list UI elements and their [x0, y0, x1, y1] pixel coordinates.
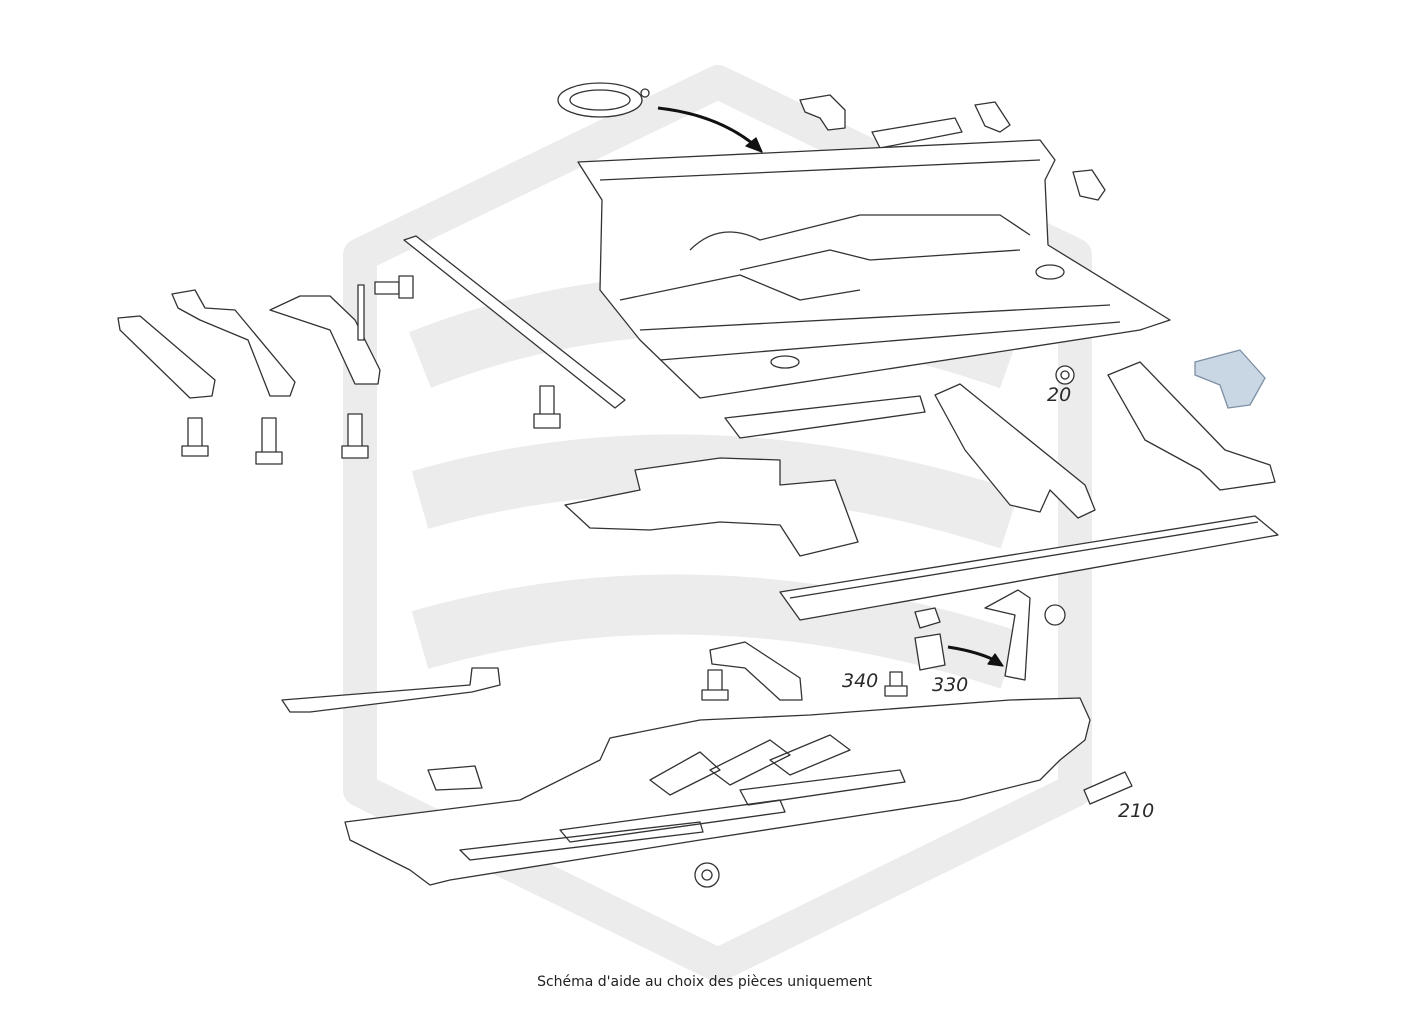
left-bracket-2[interactable]: [171, 289, 296, 397]
arrowhead-330-icon: [987, 653, 1004, 667]
arrowhead-icon: [745, 137, 763, 153]
left-bracket-1[interactable]: [117, 315, 216, 399]
side-sill[interactable]: [779, 515, 1279, 621]
nut-clip[interactable]: [914, 607, 941, 629]
long-strap[interactable]: [403, 235, 626, 409]
grommet[interactable]: [1044, 604, 1066, 626]
bolt-top[interactable]: [374, 275, 414, 299]
bracket-top-3[interactable]: [974, 101, 1011, 133]
right-rail-1[interactable]: [934, 383, 1096, 519]
underbody-shield[interactable]: [344, 697, 1091, 886]
diagram-caption: Schéma d'aide au choix des pièces unique…: [537, 974, 872, 990]
foam-block-210[interactable]: [1083, 771, 1133, 805]
left-bracket-3[interactable]: [269, 295, 381, 385]
highlighted-bracket[interactable]: [1194, 349, 1266, 409]
bottom-grommet[interactable]: [694, 862, 720, 888]
arrow-to-floor-icon: [657, 106, 759, 150]
callout-210: 210: [1118, 800, 1155, 822]
center-floor-section[interactable]: [564, 457, 859, 557]
bracket-top-2[interactable]: [871, 117, 963, 149]
lower-bracket-center[interactable]: [709, 641, 803, 701]
bracket-side-right[interactable]: [1072, 169, 1106, 201]
callout-330: 330: [932, 674, 969, 696]
bracket-right-lower[interactable]: [984, 589, 1031, 681]
rear-floor-panel[interactable]: [577, 139, 1171, 399]
bolt-340[interactable]: [884, 671, 908, 697]
bracket-top-1[interactable]: [799, 94, 846, 131]
clip-20[interactable]: [1055, 365, 1075, 385]
bolt-1[interactable]: [181, 417, 209, 457]
bolt-2[interactable]: [255, 417, 283, 465]
small-mount[interactable]: [427, 765, 483, 791]
bolt-5[interactable]: [701, 669, 729, 701]
callout-20: 20: [1047, 384, 1072, 406]
crossmember-plate[interactable]: [724, 395, 926, 439]
bolt-3[interactable]: [341, 413, 369, 459]
gasket-ring[interactable]: [557, 82, 650, 118]
clip-bracket-330[interactable]: [914, 633, 946, 671]
vertical-pin[interactable]: [357, 284, 365, 341]
right-rail-2[interactable]: [1107, 361, 1276, 491]
bolt-4[interactable]: [533, 385, 561, 429]
lower-left-strap[interactable]: [281, 667, 501, 713]
callout-340: 340: [842, 670, 879, 692]
